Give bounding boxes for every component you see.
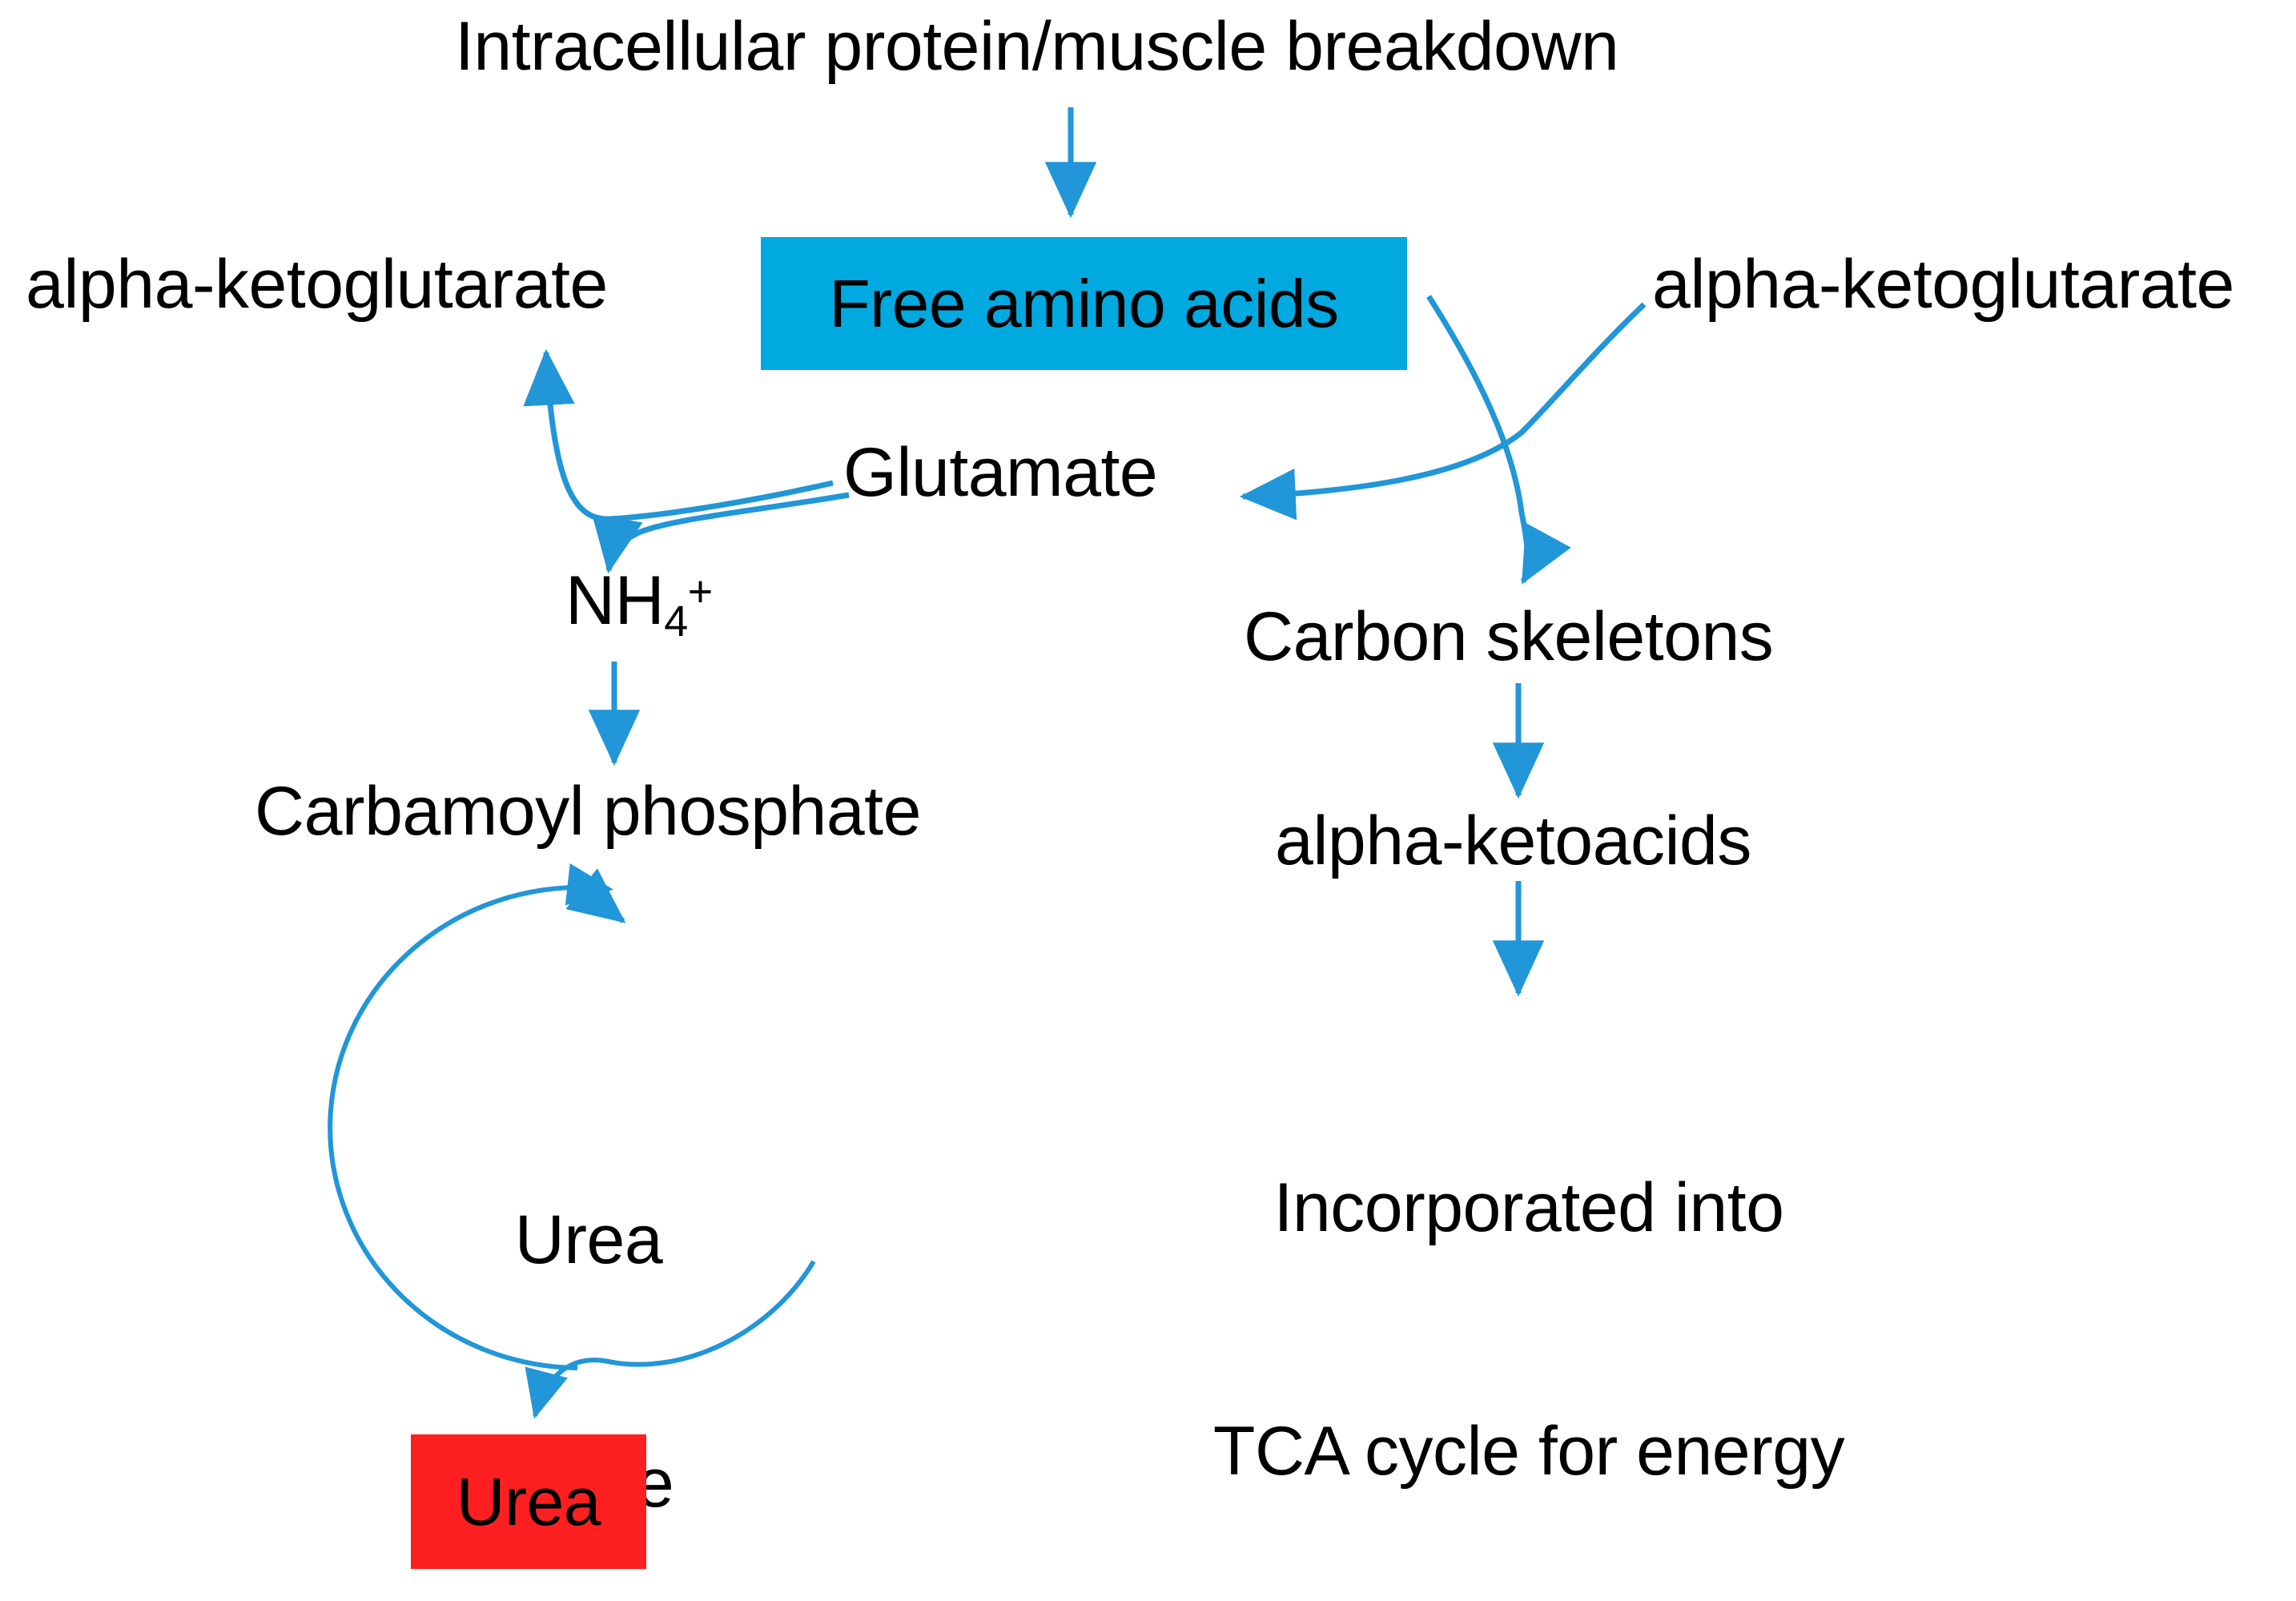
title-label: Intracellular protein/muscle breakdown: [455, 8, 1619, 85]
urea-cycle-line-1: Urea: [514, 1201, 663, 1278]
ammonium-label: NH4+: [565, 561, 713, 648]
ammonium-superscript: +: [687, 567, 714, 616]
ammonium-subscript: 4: [664, 597, 688, 646]
glutamate-label: Glutamate: [843, 434, 1158, 511]
alpha-ketoacids-label: alpha-ketoacids: [1275, 803, 1751, 879]
arrow-glutamate-to-alpha-ketoglutarate-left: [523, 348, 834, 522]
alpha-ketoglutarate-left-label: alpha-ketoglutarate: [26, 246, 608, 323]
tca-block-label: Incorporated into TCA cycle for energy p…: [1208, 1005, 1849, 1601]
free-amino-acids-box: Free amino acids: [761, 237, 1407, 370]
alpha-ketoglutarate-right-label: alpha-ketoglutarate: [1652, 246, 2234, 323]
tca-line-1: Incorporated into: [1273, 1169, 1784, 1246]
arrow-glutamate-to-ammonium: [592, 492, 850, 574]
arrow-free-amino-acids-to-carbon-skeletons: [1426, 295, 1571, 585]
urea-label: Urea: [456, 1463, 601, 1539]
carbon-skeletons-label: Carbon skeletons: [1244, 598, 1774, 675]
free-amino-acids-label: Free amino acids: [829, 265, 1339, 341]
arrow-carbamoyl-phosphate-to-urea-cycle: [565, 868, 626, 923]
urea-box: Urea: [411, 1434, 646, 1569]
tca-line-2: TCA cycle for energy: [1212, 1413, 1845, 1490]
ammonium-base: NH: [565, 562, 665, 639]
carbamoyl-phosphate-label: Carbamoyl phosphate: [255, 773, 921, 850]
